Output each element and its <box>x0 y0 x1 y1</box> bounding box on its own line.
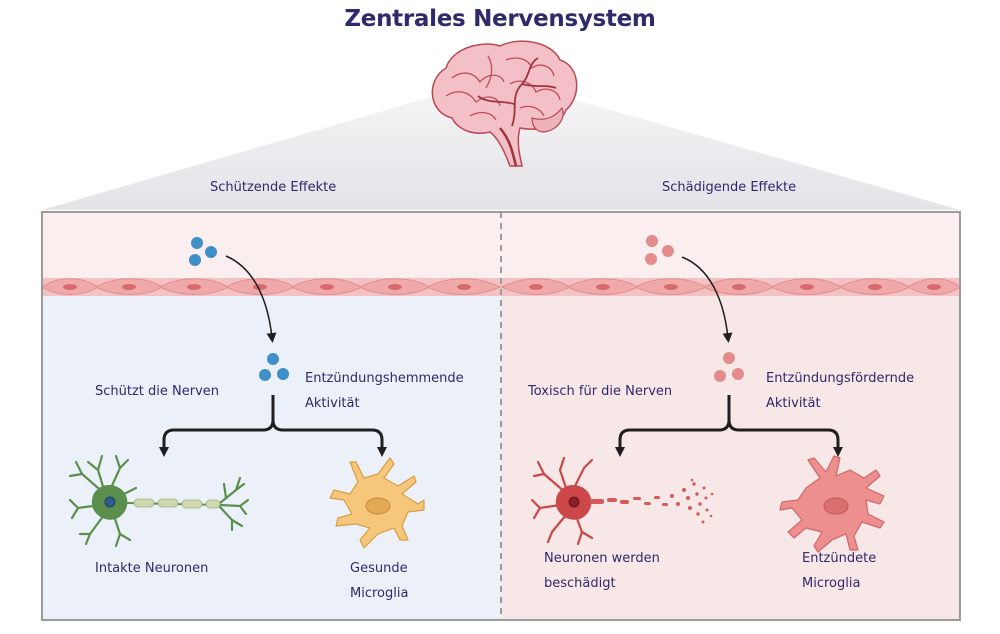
toxic-to-nerves-label: Toxisch für die Nerven <box>528 384 673 399</box>
healthy-microglia-illustration <box>329 457 425 549</box>
pro-inflammatory-molecules <box>714 352 744 382</box>
healthy-neuron-illustration <box>68 454 250 548</box>
left-branch-arrows <box>159 395 387 457</box>
anti-inflammatory-molecules-top <box>189 237 217 266</box>
protects-nerves-label: Schützt die Nerven <box>95 384 220 399</box>
intact-neurons-label: Intakte Neuronen <box>95 561 209 576</box>
pro-inflammatory-line1: Entzündungsfördernde <box>766 371 915 386</box>
damaged-neurons-label: Neuronen werden beschädigt <box>544 546 660 596</box>
brain-illustration <box>431 40 578 167</box>
spotlight-cone <box>42 95 960 210</box>
left-diffusion-arrow <box>225 255 277 343</box>
pro-inflammatory-label: Entzündungsfördernde Aktivität <box>766 366 914 416</box>
inflamed-microglia-line2: Microglia <box>802 576 861 591</box>
pro-inflammatory-line2: Aktivität <box>766 396 821 411</box>
right-diffusion-arrow <box>681 256 733 343</box>
anti-inflammatory-line1: Entzündungshemmende <box>305 371 464 386</box>
anti-inflammatory-line2: Aktivität <box>305 396 360 411</box>
healthy-microglia-label: Gesunde Microglia <box>350 556 408 606</box>
inflamed-microglia-illustration <box>779 455 885 553</box>
pro-inflammatory-molecules-top <box>645 235 674 265</box>
damaged-neuron-illustration <box>530 456 714 546</box>
protective-panel <box>42 295 501 620</box>
healthy-microglia-line2: Microglia <box>350 586 409 601</box>
inflamed-microglia-label: Entzündete Microglia <box>802 546 876 596</box>
protective-effects-header: Schützende Effekte <box>210 180 337 195</box>
damaging-panel <box>501 295 960 620</box>
anti-inflammatory-molecules <box>259 353 289 381</box>
right-branch-arrows <box>615 395 843 457</box>
healthy-microglia-line1: Gesunde <box>350 561 408 576</box>
anti-inflammatory-label: Entzündungshemmende Aktivität <box>305 366 464 416</box>
diagram-title: Zentrales Nervensystem <box>344 6 656 32</box>
damaged-neurons-line1: Neuronen werden <box>544 551 660 566</box>
endothelial-cell-layer <box>41 278 961 296</box>
inflamed-microglia-line1: Entzündete <box>802 551 877 566</box>
damaged-neurons-line2: beschädigt <box>544 576 616 591</box>
damaging-effects-header: Schädigende Effekte <box>662 180 797 195</box>
